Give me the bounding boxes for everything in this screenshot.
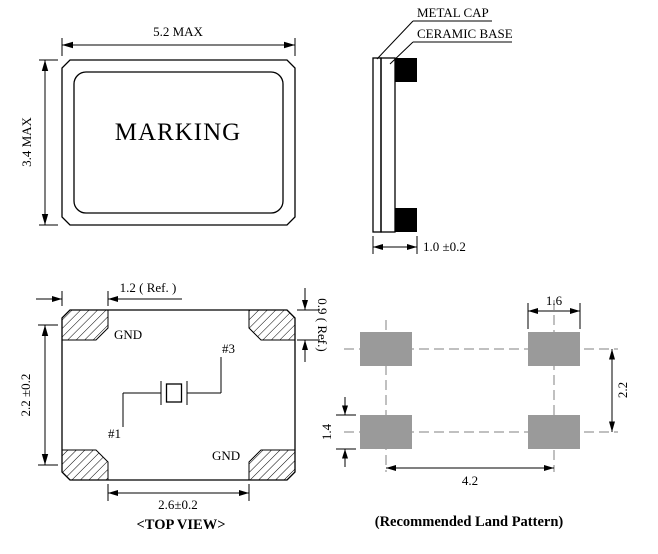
arrowhead xyxy=(570,308,580,314)
arrowhead xyxy=(342,449,348,459)
arrowhead xyxy=(528,308,538,314)
metal-cap-profile xyxy=(372,57,382,233)
dim-pad-width-label: 0.9 ( Ref.) xyxy=(315,298,330,351)
side-view: METAL CAP CERAMIC BASE 1.0 ±0.2 xyxy=(372,5,513,254)
arrowhead xyxy=(302,340,308,350)
dim-pad-length-label: 1.2 ( Ref. ) xyxy=(120,280,177,295)
dimension-width: 5.2 MAX xyxy=(61,24,296,56)
dim-width-label: 5.2 MAX xyxy=(153,24,203,39)
land-pad-bottom-left xyxy=(360,415,412,449)
land-pad-top-left xyxy=(360,332,412,366)
dimension-pad-width: 0.9 ( Ref.) xyxy=(297,288,330,362)
dim-land-pad-height-label: 1.4 xyxy=(319,423,334,440)
arrowhead xyxy=(41,325,49,336)
dim-thickness-label: 1.0 ±0.2 xyxy=(423,239,466,254)
arrowhead xyxy=(62,41,73,49)
dimension-horizontal-pitch: 2.6±0.2 xyxy=(107,484,250,512)
ceramic-base-label: CERAMIC BASE xyxy=(417,26,513,41)
package-lid-outline xyxy=(73,71,284,214)
arrowhead xyxy=(41,214,49,225)
corner-pad-bottom-right xyxy=(248,449,296,481)
dimension-height: 3.4 MAX xyxy=(19,59,58,226)
corner-pad-top-left xyxy=(61,309,109,341)
corner-pad-bottom-left xyxy=(61,449,109,481)
dimension-pad-length: 1.2 ( Ref. ) xyxy=(36,280,182,306)
arrowhead xyxy=(373,244,383,250)
arrowhead xyxy=(108,490,118,496)
arrowhead xyxy=(284,41,295,49)
dimension-land-pad-height: 1.4 xyxy=(319,397,356,467)
dimension-land-pad-width: 1.6 xyxy=(527,293,581,329)
package-body-outline xyxy=(61,59,296,226)
metal-cap-label: METAL CAP xyxy=(417,5,489,20)
arrowhead xyxy=(609,349,615,360)
arrowhead xyxy=(52,296,62,302)
arrowhead xyxy=(407,244,417,250)
leader-line xyxy=(389,41,414,65)
arrowhead xyxy=(609,421,615,432)
dim-land-row-pitch-label: 2.2 xyxy=(615,382,630,398)
crystal-element xyxy=(165,383,183,403)
corner-pad-top-right xyxy=(248,309,296,341)
pad-label-gnd-bottom: GND xyxy=(212,448,240,463)
ceramic-base-profile xyxy=(380,57,396,233)
dim-land-pad-width-label: 1.6 xyxy=(546,293,563,308)
arrowhead xyxy=(544,465,554,471)
arrowhead xyxy=(342,405,348,415)
dimension-land-row-pitch: 2.2 xyxy=(609,349,630,432)
pad-label-1: #1 xyxy=(108,426,121,441)
arrowhead xyxy=(41,454,49,465)
terminal-top xyxy=(395,58,417,82)
pad-label-gnd-top: GND xyxy=(114,327,142,342)
land-pad-bottom-right xyxy=(528,415,580,449)
crystal-symbol xyxy=(122,357,222,427)
dimension-thickness: 1.0 ±0.2 xyxy=(372,236,466,254)
arrowhead xyxy=(239,490,249,496)
arrowhead xyxy=(302,300,308,310)
dimension-land-col-pitch: 4.2 xyxy=(386,465,554,488)
dim-horizontal-label: 2.6±0.2 xyxy=(158,497,198,512)
front-view: MARKING 5.2 MAX 3.4 MAX xyxy=(19,24,296,226)
dimension-vertical-pitch: 2.2 ±0.2 xyxy=(18,324,58,466)
marking-label: MARKING xyxy=(115,119,241,146)
top-view: GND #3 #1 GND 1.2 ( Ref. ) xyxy=(18,280,330,533)
leader-line xyxy=(376,20,414,60)
top-view-caption: <TOP VIEW> xyxy=(137,517,226,533)
land-pattern: 1.6 2.2 1.4 4.2 (Recommended Land Patter… xyxy=(319,293,630,530)
dim-land-col-pitch-label: 4.2 xyxy=(462,473,478,488)
arrowhead xyxy=(41,60,49,71)
land-pattern-caption: (Recommended Land Pattern) xyxy=(375,514,564,530)
dim-vertical-label: 2.2 ±0.2 xyxy=(18,374,33,417)
dim-height-label: 3.4 MAX xyxy=(19,116,34,166)
arrowhead xyxy=(386,465,396,471)
terminal-bottom xyxy=(395,208,417,232)
land-pad-top-right xyxy=(528,332,580,366)
pad-label-3: #3 xyxy=(222,341,235,356)
arrowhead xyxy=(108,296,118,302)
